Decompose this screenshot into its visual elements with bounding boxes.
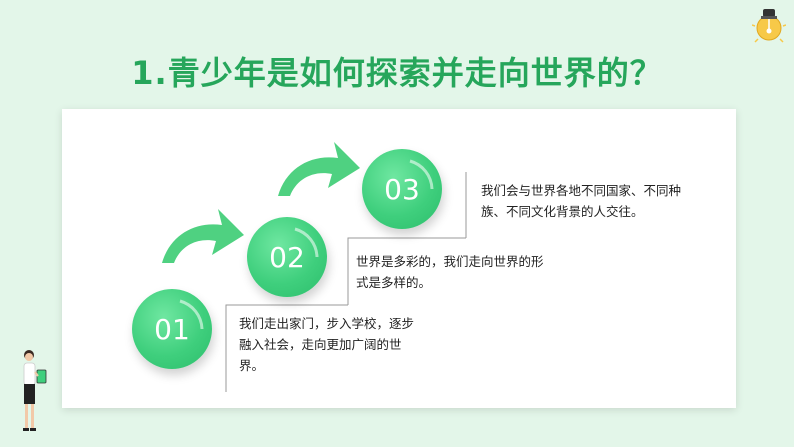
step-circle-01: 01: [132, 289, 212, 369]
curved-arrow-icon: [278, 142, 360, 196]
step-text-03: 我们会与世界各地不同国家、不同种族、不同文化背景的人交往。: [481, 183, 682, 219]
person-with-tablet-illustration: [23, 350, 47, 431]
step-number: 02: [269, 240, 305, 274]
step-number: 01: [154, 312, 190, 346]
step-text-01: 我们走出家门，步入学校，逐步融入社会，走向更加广阔的世界。: [239, 316, 415, 373]
step-number: 03: [384, 172, 420, 206]
lightbulb-icon: [752, 9, 786, 43]
curved-arrow-icon: [162, 209, 244, 263]
page-title: 1.青少年是如何探索并走向世界的？: [131, 54, 663, 92]
step-circle-02: 02: [247, 217, 327, 297]
step-text-02: 世界是多彩的，我们走向世界的形式是多样的。: [356, 254, 544, 290]
step-circle-03: 03: [362, 149, 442, 229]
